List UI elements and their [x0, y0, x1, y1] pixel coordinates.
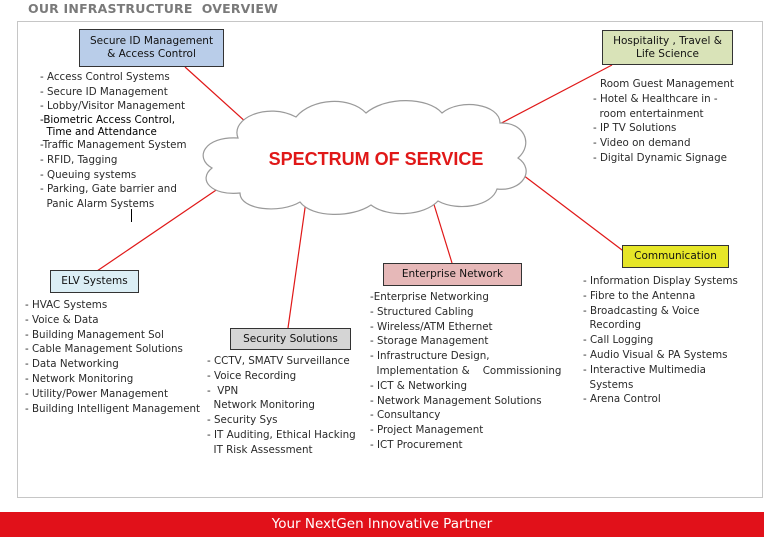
secure-id-title-line2: & Access Control [107, 48, 196, 60]
elv-title: ELV Systems [61, 275, 128, 287]
list-item: - Cable Management Solutions [25, 343, 183, 356]
list-item: - Queuing systems [40, 168, 137, 181]
list-item: Time and Attendance [40, 126, 157, 139]
list-item: - Hotel & Healthcare in - [593, 92, 718, 105]
secure-id-title-line1: Secure ID Management [89, 35, 214, 47]
list-item: - HVAC Systems [25, 299, 108, 311]
list-item: Panic Alarm Systems [40, 197, 155, 210]
list-item: - Project Management [370, 424, 484, 437]
text-cursor [131, 209, 132, 222]
list-item: Room Guest Management [600, 78, 734, 90]
diagram-frame [17, 21, 763, 498]
spectrum-of-service-label: SPECTRUM OF SERVICE [268, 149, 484, 169]
list-item: - IP TV Solutions [593, 122, 677, 135]
elv-list: - HVAC Systems - Voice & Data - Building… [25, 298, 200, 416]
hospitality-list: Room Guest Management - Hotel & Healthca… [593, 77, 734, 166]
list-item: Implementation & Commissioning [370, 364, 562, 377]
list-item: - ICT & Networking [370, 379, 467, 392]
list-item: room entertainment [593, 107, 704, 120]
connector-communication [518, 171, 627, 254]
list-item: Recording [583, 319, 642, 332]
list-item: - Network Monitoring [25, 372, 134, 385]
list-item: - RFID, Tagging [40, 153, 118, 166]
list-item: - Interactive Multimedia [583, 363, 706, 376]
list-item: - Infrastructure Design, [370, 350, 490, 363]
list-item: - Lobby/Visitor Management [40, 100, 186, 113]
list-item: - Building Intelligent Management [25, 402, 201, 415]
list-item: - Storage Management [370, 335, 489, 348]
list-item: -Biometric Access Control, [40, 114, 176, 127]
service-cloud [202, 100, 527, 215]
list-item: -Enterprise Networking [370, 291, 489, 303]
list-item: Systems [583, 378, 634, 391]
page-title: OUR INFRASTRUCTURE OVERVIEW [28, 1, 279, 16]
list-item: - Parking, Gate barrier and [40, 183, 177, 196]
list-item: - Voice & Data [25, 313, 99, 326]
enterprise-box: Enterprise Network [383, 263, 522, 286]
list-item: - Video on demand [593, 137, 691, 150]
list-item: - Structured Cabling [370, 305, 474, 318]
security-box: Security Solutions [230, 328, 351, 350]
security-title: Security Solutions [243, 332, 338, 345]
list-item: - Broadcasting & Voice [583, 304, 700, 317]
elv-box: ELV Systems [50, 270, 139, 293]
list-item: - Arena Control [583, 393, 661, 406]
footer-banner: Your NextGen Innovative Partner [0, 512, 764, 537]
list-item: - CCTV, SMATV Surveillance [207, 355, 350, 367]
connector-enterprise [431, 197, 453, 264]
connector-elv [96, 181, 229, 272]
list-item: IT Risk Assessment [207, 443, 313, 456]
list-item: - Access Control Systems [40, 71, 170, 83]
list-item: - Voice Recording [207, 369, 297, 382]
list-item: - Fibre to the Antenna [583, 289, 696, 302]
list-item: - IT Auditing, Ethical Hacking [207, 428, 356, 441]
list-item: - Building Management Sol [25, 328, 164, 341]
list-item: - Audio Visual & PA Systems [583, 348, 728, 361]
hospitality-title-line2: Life Science [636, 47, 699, 60]
list-item: - Information Display Systems [583, 275, 738, 287]
communication-box: Communication [622, 245, 729, 268]
list-item: - Digital Dynamic Signage [593, 151, 727, 164]
list-item: - Call Logging [583, 334, 654, 347]
list-item: - Wireless/ATM Ethernet [370, 320, 493, 333]
list-item: - Utility/Power Management [25, 387, 168, 400]
enterprise-title: Enterprise Network [401, 268, 504, 280]
list-item: - VPN [207, 384, 239, 397]
list-item: - ICT Procurement [370, 438, 463, 451]
secure-id-list: - Access Control Systems - Secure ID Man… [40, 70, 186, 212]
communication-title: Communication [634, 250, 717, 262]
connector-security [287, 200, 307, 329]
hospitality-title-line1: Hospitality , Travel & [613, 34, 722, 47]
enterprise-list: -Enterprise Networking - Structured Cabl… [370, 290, 561, 453]
communication-list: - Information Display Systems - Fibre to… [583, 274, 738, 407]
list-item: -Traffic Management System [40, 139, 187, 152]
security-list: - CCTV, SMATV Surveillance - Voice Recor… [207, 354, 356, 458]
secure-id-box: Secure ID Management & Access Control [79, 29, 224, 67]
list-item: - Data Networking [25, 358, 119, 371]
list-item: - Security Sys [207, 414, 278, 427]
list-item: - Secure ID Management [40, 85, 168, 98]
list-item: Network Monitoring [207, 399, 315, 412]
connector-hospitality [491, 64, 613, 129]
list-item: - Network Management Solutions [370, 394, 542, 407]
list-item: - Consultancy [370, 409, 441, 422]
hospitality-box: Hospitality , Travel & Life Science [602, 30, 733, 65]
